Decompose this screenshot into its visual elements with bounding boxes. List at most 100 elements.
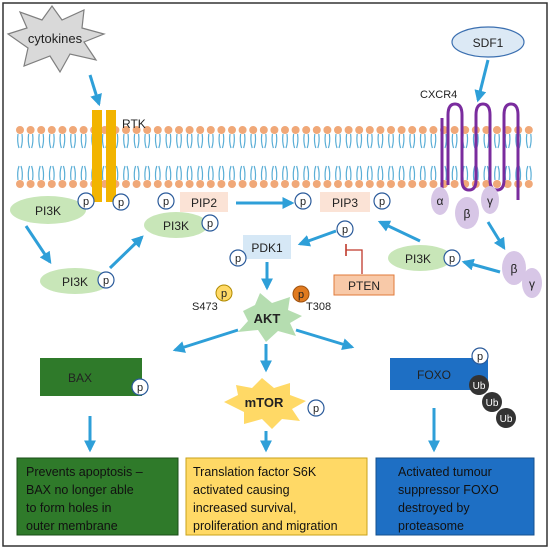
pip3-label: PIP3 — [332, 196, 358, 210]
lipid-head — [270, 126, 279, 134]
lipid-tail — [48, 165, 55, 181]
lipid-head — [153, 126, 162, 134]
lipid-tail — [260, 165, 267, 181]
free-gbeta-ellipse — [502, 251, 526, 285]
lipid-tail — [271, 133, 278, 149]
lipid-tail — [356, 133, 363, 149]
lipid-tail — [282, 133, 288, 149]
lipid-tail — [144, 165, 151, 181]
svg-text:p: p — [207, 218, 213, 230]
lipid-head — [408, 180, 417, 188]
pi3k-free — [40, 268, 110, 294]
lipid-tail — [186, 165, 193, 181]
arrow-free-pi3k — [461, 258, 501, 274]
lipid-tail — [239, 165, 246, 181]
lipid-head — [281, 126, 289, 134]
cxcr4-receptor — [440, 102, 520, 200]
phospho-badge: p — [112, 193, 130, 211]
mtor-outcome-text: Translation factor S6K activated causing… — [193, 465, 338, 533]
svg-text:p: p — [300, 196, 306, 208]
lipid-head — [206, 180, 215, 188]
lipid-tail — [27, 165, 34, 181]
free-ggamma-label: γ — [529, 277, 535, 291]
svg-text:Ub: Ub — [500, 414, 513, 425]
foxo-label: FOXO — [417, 368, 451, 382]
ubiquitin-1: Ub — [469, 375, 489, 395]
arrow-gprotein-free — [486, 221, 506, 251]
svg-text:p: p — [118, 197, 124, 209]
lipid-tail — [197, 165, 204, 181]
phospho-badge: p — [77, 192, 95, 210]
pten-box — [333, 274, 395, 296]
lipid-head — [16, 180, 24, 188]
lipid-head — [334, 180, 342, 188]
lipid-head — [291, 126, 300, 134]
lipid-tail — [525, 165, 532, 181]
akt-label: AKT — [254, 311, 281, 326]
lipid-head — [365, 180, 374, 188]
lipid-tail — [282, 165, 288, 181]
lipid-head — [302, 180, 311, 188]
lipid-head — [376, 180, 385, 188]
lipid-head — [26, 126, 35, 134]
lipid-tail — [70, 165, 76, 181]
lipid-head — [122, 126, 130, 134]
s473-phospho-label: p — [221, 288, 227, 300]
lipid-head — [217, 180, 226, 188]
arrow-pi3k-pip3 — [377, 220, 421, 243]
lipid-tail — [165, 165, 172, 181]
lipid-tail — [176, 133, 182, 149]
lipid-head — [524, 180, 533, 188]
lipid-tail — [324, 133, 331, 149]
lipid-tail — [186, 133, 193, 149]
lipid-head — [26, 180, 35, 188]
t308-phospho-label: p — [298, 289, 304, 301]
lipid-tail — [48, 133, 55, 149]
pip2-label: PIP2 — [191, 196, 217, 210]
rtk-right-bar — [106, 110, 116, 202]
sdf1-label: SDF1 — [473, 36, 504, 50]
lipid-tail — [388, 133, 394, 149]
lipid-tail — [303, 133, 310, 149]
rtk-left-bar — [92, 110, 102, 202]
pi3k-pip2 — [144, 212, 208, 238]
lipid-tail — [80, 165, 87, 181]
cytokines-label: cytokines — [28, 31, 83, 46]
pdk1-box — [243, 235, 291, 259]
pi3k-rtk-label: PI3K — [35, 204, 61, 218]
gbeta-ellipse — [455, 197, 479, 229]
lipid-head — [524, 126, 533, 134]
lipid-tail — [345, 165, 352, 181]
lipid-tail — [70, 133, 76, 149]
phospho-badge: p — [97, 271, 115, 289]
lipid-tail — [17, 165, 23, 181]
lipid-head — [259, 126, 268, 134]
lipid-head — [344, 180, 353, 188]
arrow-cytokines-rtk — [88, 74, 102, 107]
lipid-tail — [154, 165, 161, 181]
lipid-tail — [345, 133, 352, 149]
sdf1-ellipse — [451, 26, 525, 58]
lipid-head — [196, 180, 205, 188]
lipid-head — [429, 126, 438, 134]
lipid-tail — [419, 133, 426, 149]
bax-box — [40, 358, 142, 396]
lipid-head — [175, 180, 183, 188]
lipid-head — [450, 180, 459, 188]
phospho-badge: p — [294, 192, 312, 210]
lipid-tail — [366, 133, 373, 149]
lipid-head — [143, 180, 152, 188]
lipid-tail — [356, 165, 363, 181]
lipid-head — [206, 126, 215, 134]
pi3k-pip2-label: PI3K — [163, 219, 189, 233]
lipid-head — [238, 180, 247, 188]
free-gbeta-label: β — [511, 262, 518, 276]
lipid-tail — [271, 165, 278, 181]
lipid-head — [365, 126, 374, 134]
lipid-head — [323, 180, 332, 188]
s473-phospho — [215, 284, 233, 302]
lipid-head — [47, 126, 56, 134]
cytokines-burst — [6, 4, 106, 74]
arrow-pip3-pdk1 — [297, 229, 337, 247]
